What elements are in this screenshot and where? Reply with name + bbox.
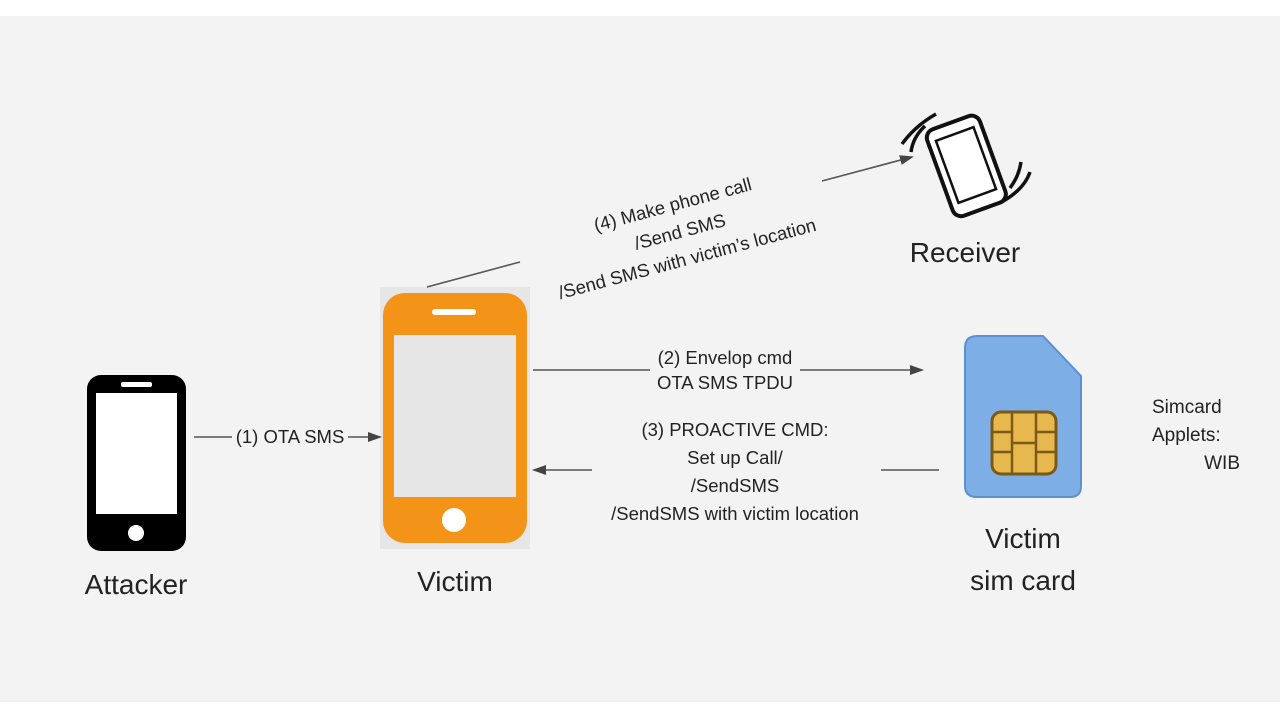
victim-label: Victim [417,566,493,597]
receiver-label: Receiver [909,237,1021,268]
step2-line1: (2) Envelop cmd [657,347,793,368]
step1-label: (1) OTA SMS [235,426,345,447]
step2-line2: OTA SMS TPDU [656,372,794,393]
step2-label: (2) Envelop cmd OTA SMS TPDU [615,345,835,395]
step3-line1: (3) PROACTIVE CMD: [641,419,829,440]
victim-phone-icon [380,287,530,549]
step3-line4: /SendSMS with victim location [611,503,859,524]
diagram-background [0,16,1280,702]
arrow-step4 [426,155,914,288]
attacker-label: Attacker [84,569,188,600]
step3-label: (3) PROACTIVE CMD: Set up Call/ /SendSMS… [575,416,895,528]
sim-card-label: Victim sim card [948,518,1098,602]
sim-card-label-line2: sim card [970,565,1076,596]
simcard-applets-label: Simcard Applets: WIB [1140,394,1240,478]
sim-card-icon [964,335,1082,498]
applets-line2: Applets: [1152,425,1221,446]
receiver-ringing-phone-icon [900,112,1032,219]
step3-line3: /SendSMS [690,475,780,496]
sim-card-label-line1: Victim [985,523,1061,554]
attacker-phone-icon [87,375,186,551]
applets-line3: WIB [1204,453,1240,474]
step3-line2: Set up Call/ [687,447,783,468]
applets-line1: Simcard [1152,397,1222,418]
